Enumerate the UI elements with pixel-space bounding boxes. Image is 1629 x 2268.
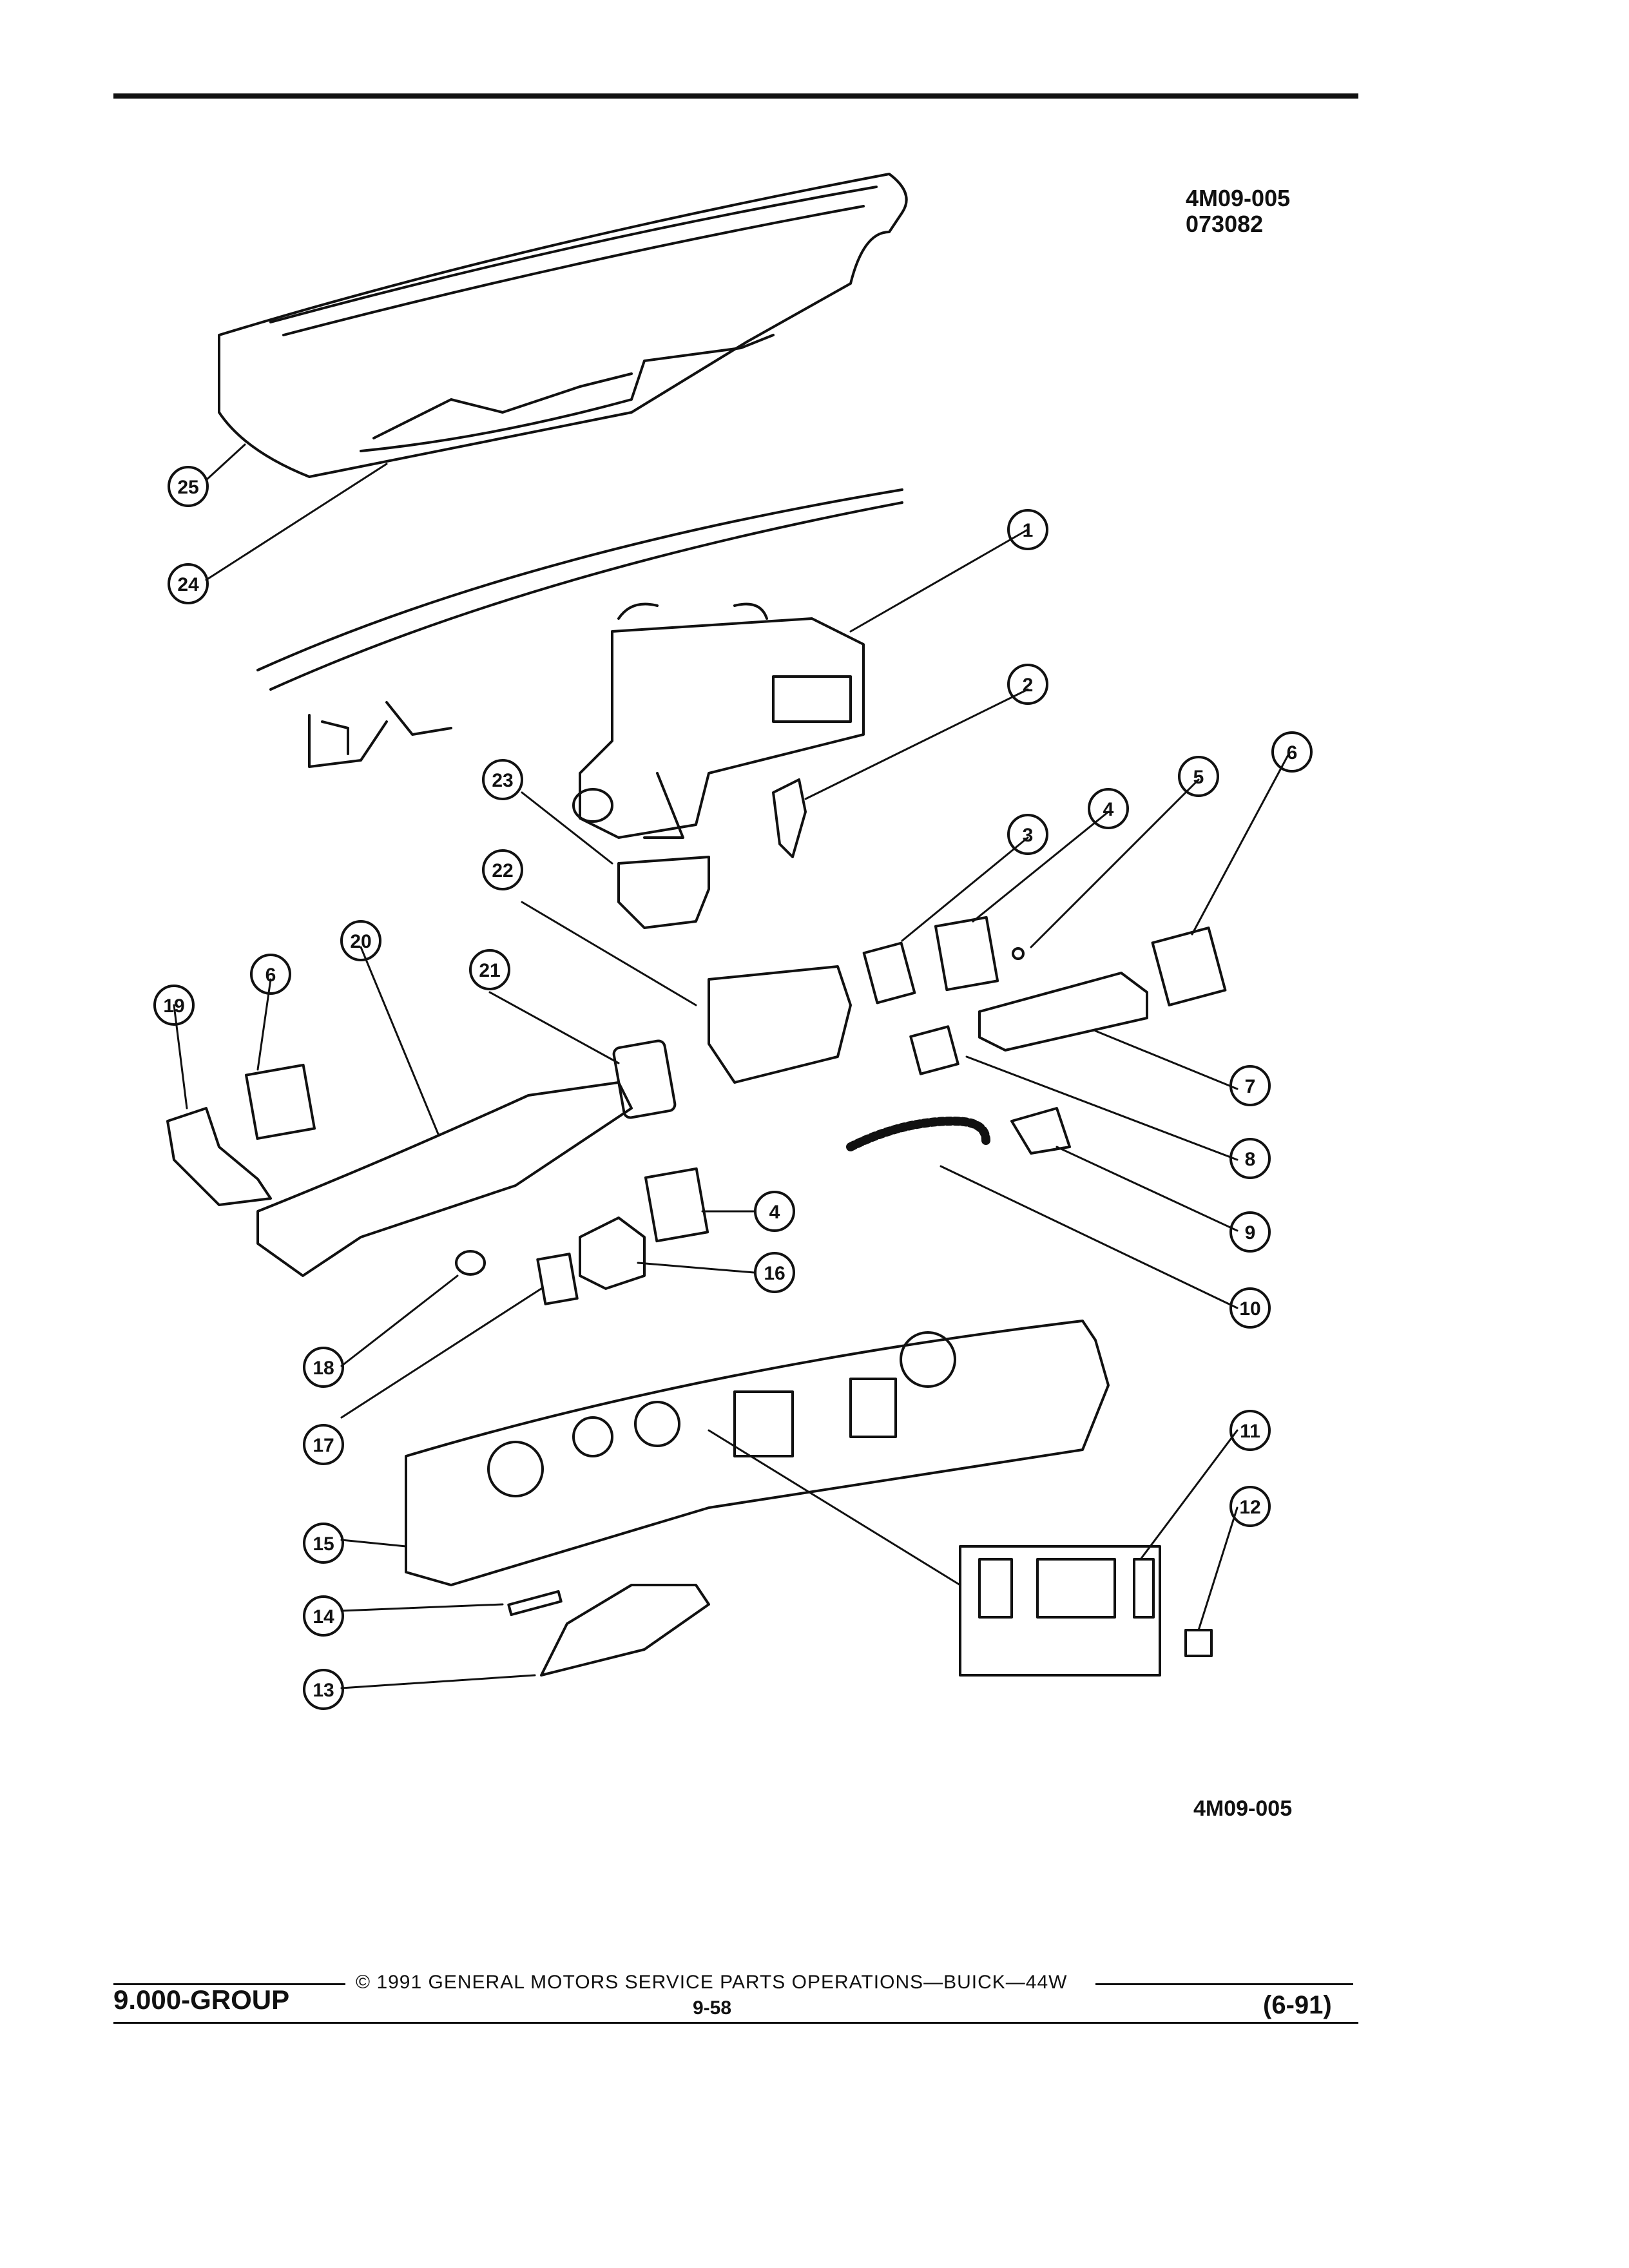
callout-4a <box>1088 788 1129 829</box>
callout-7 <box>1229 1065 1271 1106</box>
part-19-duct-end <box>166 1107 272 1206</box>
callouts <box>153 466 1313 1710</box>
callout-label-17: 17 <box>313 1435 334 1456</box>
figure-date: 073082 <box>1186 211 1264 237</box>
figure-reference: 4M09-005 <box>1193 1796 1293 1821</box>
part-22-plenum <box>708 965 852 1084</box>
callout-15 <box>303 1523 344 1564</box>
callout-label-20: 20 <box>350 931 371 952</box>
callout-13 <box>303 1669 344 1710</box>
callout-20 <box>340 920 381 961</box>
part-18-cap <box>455 1250 486 1276</box>
callout-14 <box>303 1595 344 1637</box>
part-11-control-bezel <box>959 1545 1161 1677</box>
footer-rule-right <box>1095 1983 1353 1985</box>
part-15-instrument-panel-carrier <box>405 1320 1110 1586</box>
leader-lines <box>173 443 1290 1689</box>
callout-label-2: 2 <box>1023 675 1034 696</box>
callout-label-21: 21 <box>479 960 500 981</box>
callout-22 <box>482 849 523 890</box>
part-7-duct <box>978 972 1148 1052</box>
part-6-outlet-right <box>1151 927 1227 1006</box>
part-21-seal <box>612 1039 677 1119</box>
part-9-bracket <box>1010 1107 1071 1155</box>
dash-cowl <box>256 488 903 768</box>
callout-label-6: 6 <box>1287 742 1298 764</box>
callout-label-16: 16 <box>764 1263 785 1284</box>
footer-rule-bottom <box>113 2022 1358 2024</box>
top-rule <box>113 93 1358 99</box>
part-12-knob <box>1184 1629 1213 1657</box>
callout-10 <box>1229 1287 1271 1329</box>
part-23-bracket <box>617 856 710 929</box>
part-4-outlet-upper <box>934 916 999 992</box>
callout-label-24: 24 <box>177 574 199 595</box>
callout-label-8: 8 <box>1245 1149 1256 1170</box>
callout-23 <box>482 759 523 800</box>
callout-24 <box>168 563 209 604</box>
part-4-outlet-center <box>644 1167 709 1243</box>
callout-label-7: 7 <box>1245 1076 1256 1097</box>
callout-label-10: 10 <box>1239 1298 1260 1320</box>
part-20-duct <box>256 1081 633 1277</box>
figure-code-block: 4M09-005 073082 <box>1186 186 1290 237</box>
callout-5 <box>1178 756 1219 797</box>
callout-label-11: 11 <box>1240 1421 1260 1442</box>
instrument-panel-pad <box>218 173 908 478</box>
callout-label-12: 12 <box>1239 1497 1260 1518</box>
footer-revision: (6-91) <box>1263 1991 1332 2019</box>
part-16-adapter <box>579 1216 646 1290</box>
footer-group: 9.000-GROUP <box>113 1984 290 2015</box>
callout-label-23: 23 <box>492 770 513 791</box>
callout-label-18: 18 <box>313 1358 334 1379</box>
callout-label-1: 1 <box>1023 520 1034 541</box>
callout-label-14: 14 <box>313 1606 334 1628</box>
callout-label-4: 4 <box>1103 799 1114 820</box>
callout-2 <box>1007 664 1048 705</box>
callout-label-25: 25 <box>177 477 198 498</box>
callout-6b <box>250 954 291 995</box>
callout-1 <box>1007 509 1048 550</box>
callout-label-5: 5 <box>1193 767 1204 788</box>
footer-rule-left <box>113 1983 345 1985</box>
part-8-seal <box>909 1025 959 1075</box>
figure-code: 4M09-005 <box>1186 185 1291 211</box>
callout-9 <box>1229 1211 1271 1253</box>
callout-12 <box>1229 1486 1271 1527</box>
footer-page-number: 9-58 <box>693 1997 732 2019</box>
part-2-bracket <box>772 778 807 858</box>
callout-25 <box>168 466 209 507</box>
callout-label-15: 15 <box>313 1533 334 1555</box>
part-14-stud <box>507 1590 563 1617</box>
part-6-outlet-left <box>245 1063 316 1140</box>
callout-19 <box>153 985 195 1026</box>
callout-18 <box>303 1347 344 1388</box>
callout-label-4: 4 <box>769 1202 780 1223</box>
footer-copyright: © 1991 GENERAL MOTORS SERVICE PARTS OPER… <box>356 1972 1068 1993</box>
callout-label-3: 3 <box>1023 825 1034 846</box>
part-10-flex-hose <box>846 1117 990 1151</box>
part-3-seal <box>862 941 916 1004</box>
callout-11 <box>1229 1410 1271 1451</box>
part-17-seal <box>536 1253 579 1305</box>
callout-label-22: 22 <box>492 860 513 881</box>
callout-label-19: 19 <box>163 995 184 1017</box>
callout-4b <box>754 1191 795 1232</box>
callout-16 <box>754 1252 795 1293</box>
part-5-screw <box>1012 947 1025 960</box>
callout-label-13: 13 <box>313 1680 334 1701</box>
callout-label-6: 6 <box>265 965 276 986</box>
callout-6a <box>1271 731 1313 773</box>
part-13-cover <box>540 1584 710 1677</box>
hvac-module <box>572 602 865 839</box>
callout-21 <box>469 949 510 990</box>
callout-label-9: 9 <box>1245 1222 1256 1244</box>
callout-3 <box>1007 814 1048 855</box>
callout-8 <box>1229 1138 1271 1179</box>
callout-17 <box>303 1424 344 1465</box>
